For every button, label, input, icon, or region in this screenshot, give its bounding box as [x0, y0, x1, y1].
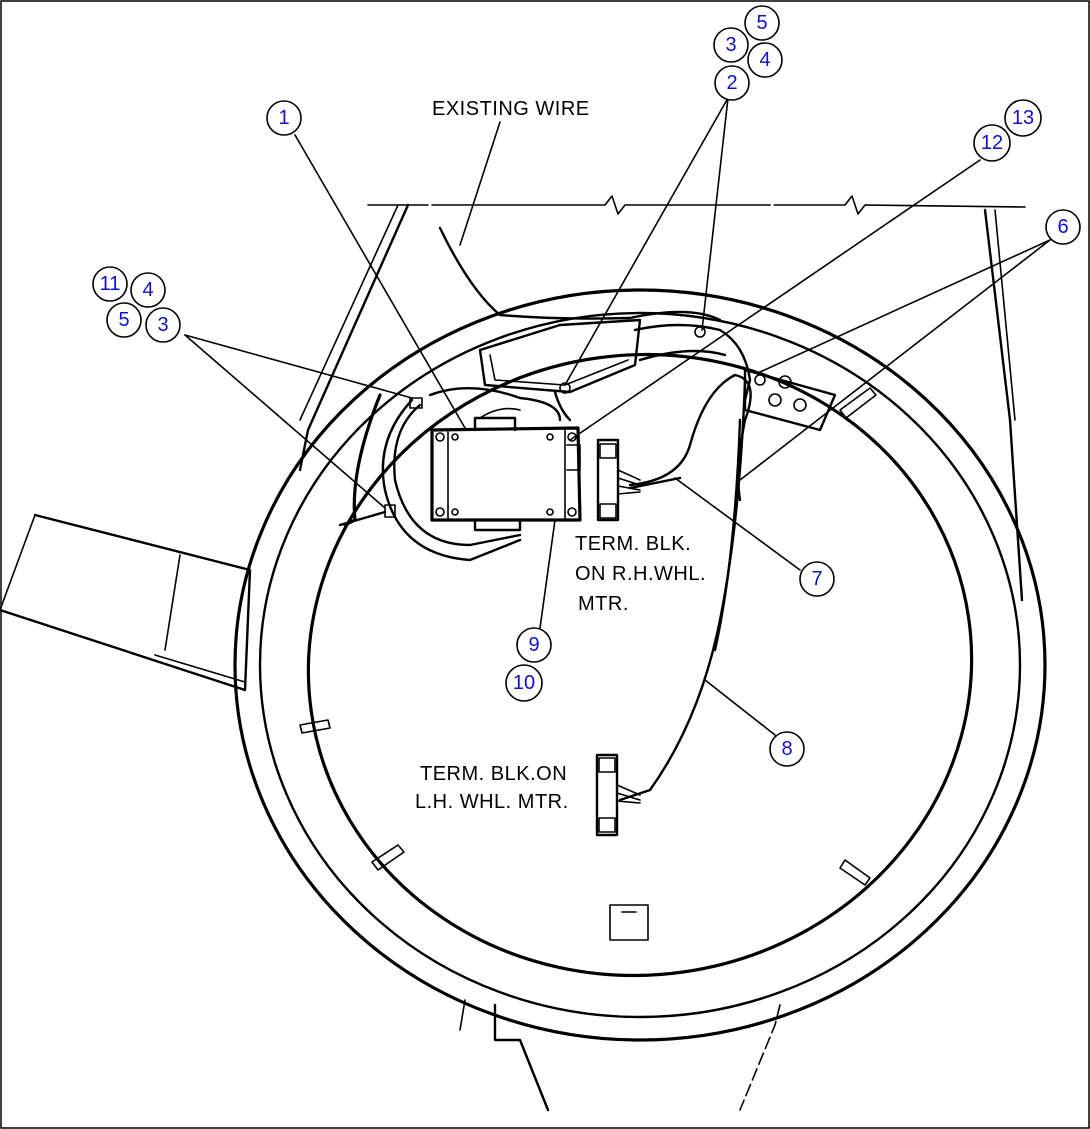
- lh-term-blk-label-line2: L.H. WHL. MTR.: [415, 791, 569, 813]
- lh-term-blk-label-line1: TERM. BLK.ON: [420, 763, 567, 785]
- callout-12: 12: [973, 124, 1011, 162]
- callout-5-left-text: 5: [118, 309, 129, 331]
- callout-4-left: 4: [130, 272, 166, 308]
- relay-housing: [478, 318, 752, 402]
- callout-7: 7: [799, 561, 835, 597]
- rh-term-blk-label-line1: TERM. BLK.: [575, 533, 691, 555]
- rh-term-blk-label-line2: ON R.H.WHL.: [575, 563, 706, 585]
- ring-slots: [299, 387, 877, 941]
- callout-10-text: 10: [513, 672, 535, 694]
- callout-4-left-text: 4: [142, 279, 153, 301]
- callout-10: 10: [505, 664, 543, 702]
- callout-6-text: 6: [1057, 216, 1068, 238]
- callout-8: 8: [769, 731, 805, 767]
- leader-lines: [184, 97, 1051, 736]
- rh-term-blk-label-line3: MTR.: [578, 593, 629, 615]
- callout-3-top: 3: [713, 27, 749, 63]
- junction-box: [430, 416, 582, 532]
- callout-1: 1: [266, 100, 302, 136]
- callout-5-left: 5: [106, 302, 142, 338]
- callout-3-top-text: 3: [725, 34, 736, 56]
- callout-4-top: 4: [747, 42, 783, 78]
- callout-2-text: 2: [726, 72, 737, 94]
- callout-5-top: 5: [744, 5, 780, 41]
- left-bracket: [0, 513, 252, 692]
- callout-4-top-text: 4: [759, 49, 770, 71]
- callout-13-text: 13: [1012, 107, 1034, 129]
- callout-7-text: 7: [811, 568, 822, 590]
- callout-3-left: 3: [145, 307, 181, 343]
- existing-wire-label: EXISTING WIRE: [432, 98, 590, 120]
- top-edge-line: [367, 195, 1026, 215]
- callout-1-text: 1: [278, 107, 289, 129]
- callout-9: 9: [516, 627, 552, 663]
- callout-13: 13: [1004, 99, 1042, 137]
- right-bracket-plate: [743, 368, 837, 432]
- callout-3-left-text: 3: [157, 314, 168, 336]
- wire-harness-left: [338, 387, 562, 562]
- callout-11-text: 11: [100, 273, 121, 295]
- outer-rings: [233, 288, 1047, 1042]
- lh-terminal-block: [595, 753, 641, 837]
- callout-12-text: 12: [981, 132, 1003, 154]
- bottom-stand: [459, 999, 781, 1112]
- right-loop-wire: [553, 373, 752, 802]
- callout-2: 2: [714, 65, 750, 101]
- callout-6: 6: [1045, 209, 1081, 245]
- callout-11: 11: [92, 266, 128, 302]
- rh-terminal-block: [596, 438, 682, 522]
- callout-5-top-text: 5: [756, 12, 767, 34]
- existing-wire: [438, 121, 722, 322]
- callout-8-text: 8: [781, 738, 792, 760]
- callout-9-text: 9: [528, 634, 539, 656]
